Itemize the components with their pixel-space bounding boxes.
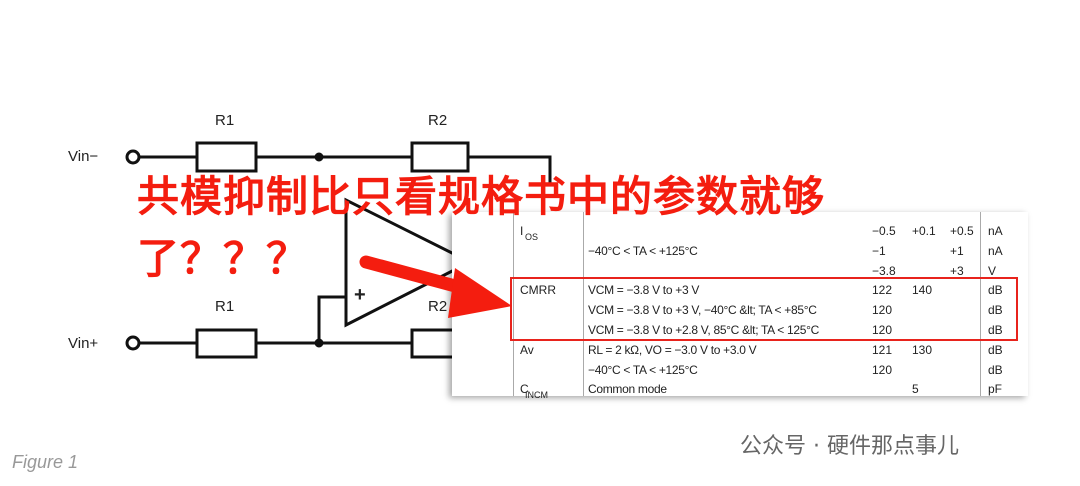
table-cell-cond: VCM = −3.8 V to +3 V [588,283,700,298]
table-cell-param: Av [520,342,534,357]
table-cell-param: CMRR [520,283,556,298]
table-cell-max: +0.5 [950,224,974,238]
figure-caption: Figure 1 [12,452,79,472]
watermark: 公众号 · 硬件那点事儿 [740,434,959,459]
overlay-title-line1: 共模抑制比只看规格书中的参数就够 [137,172,826,221]
table-cell-max: +1 [950,243,964,258]
table-cell-cond: RL = 2 kΩ, VO = −3.0 V to +3.0 V [588,342,757,357]
table-cell-cond: −40°C < TA < +125°C [588,362,698,377]
table-cell-unit: dB [988,362,1003,377]
table-cell-unit: nA [988,243,1003,258]
table-cell-cond: Common mode [588,382,667,397]
table-cell-min: −1 [872,243,886,258]
param-subscript: OS [525,232,539,242]
wire-bottom [139,295,412,345]
table-cell-cond: VCM = −3.8 V to +2.8 V, 85°C &lt; TA < 1… [588,323,819,337]
overlay-title-line2: 了？？？ [137,234,310,283]
r1-bottom-label: R1 [215,298,235,315]
table-cell-param: C [520,382,529,397]
wire-top [139,155,552,185]
junction [314,152,324,162]
table-cell-cond: VCM = −3.8 V to +3 V, −40°C &lt; TA < +8… [588,303,817,318]
table-cell-min: 120 [872,362,893,377]
table-cell-unit: pF [988,382,1003,397]
table-cell-typ: 130 [912,342,933,357]
junction [314,338,324,348]
table-cell-unit: dB [988,342,1003,357]
table-cell-min: −3.8 [872,263,896,278]
table-cell-min: 121 [872,342,893,357]
table-cell-unit: dB [988,323,1003,337]
table-cell-unit: nA [988,224,1003,238]
table-cell-typ: 5 [912,382,919,397]
table-cell-unit: dB [988,283,1003,298]
table-cell-min: 120 [872,303,893,318]
table-cell-min: 120 [872,323,893,337]
table-cell-max: +3 [950,263,964,278]
cmrr-highlight-box [510,277,1018,341]
plus-sign: + [354,284,366,306]
r2-bottom-label: R2 [428,298,448,315]
table-cell-min: −0.5 [872,224,896,238]
resistor-r1-bottom [195,328,258,359]
r1-top-label: R1 [215,112,235,129]
table-cell-min: 122 [872,283,893,298]
vin-plus-label: Vin+ [68,335,99,352]
table-cell-unit: V [988,263,997,278]
table-cell-param: I [520,224,524,238]
opamp-triangle [344,197,474,328]
resistor-r2-top [410,141,470,173]
table-cell-unit: dB [988,303,1003,318]
table-cell-cond: −40°C < TA < +125°C [588,243,698,258]
vin-minus-label: Vin− [68,148,99,165]
arrow-head-icon [448,268,512,318]
table-cell-typ: +0.1 [912,224,936,238]
resistor-r1-top [195,141,258,173]
r2-top-label: R2 [428,112,448,129]
table-cell-typ: 140 [912,283,933,298]
param-subscript: INCM [525,390,548,401]
